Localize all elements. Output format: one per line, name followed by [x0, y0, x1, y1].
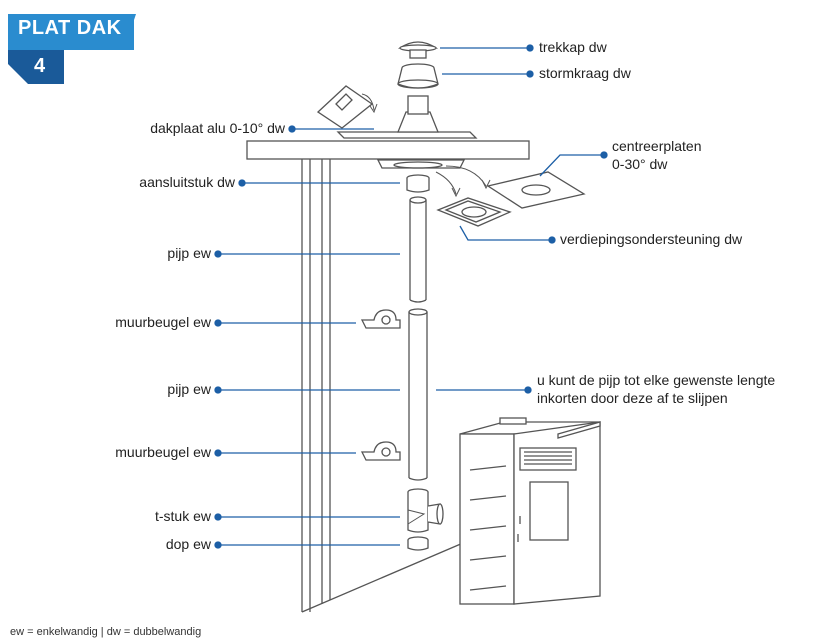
label-dop: dop ew [165, 536, 211, 552]
label-stormkraag: stormkraag dw [539, 65, 631, 81]
wall-bracket-1 [360, 309, 401, 329]
badge-title: PLAT DAK [18, 17, 122, 39]
end-cap [407, 536, 429, 551]
leader-muurbeugel-2 [214, 449, 356, 457]
ring-under-slab [376, 159, 466, 169]
roof-plate-angled [316, 85, 378, 129]
leader-pijp-1 [214, 250, 400, 258]
pipe-lower [408, 308, 428, 481]
leader-dakplaat [288, 125, 374, 133]
label-aansluitstuk: aansluitstuk dw [139, 174, 235, 190]
roof-slab [246, 140, 530, 160]
label-trekkap: trekkap dw [539, 39, 607, 55]
leader-aansluitstuk [238, 179, 400, 187]
leader-stormkraag [442, 70, 534, 78]
label-verdiepingsondersteuning: verdiepingsondersteuning dw [560, 231, 743, 247]
storm-collar [397, 63, 439, 89]
badge-number: 4 [34, 55, 46, 77]
floor-support-plate [436, 197, 512, 227]
label-tstuk: t-stuk ew [154, 508, 211, 524]
label-pijp-1: pijp ew [167, 245, 211, 261]
leader-verdieping [459, 225, 556, 244]
label-inkorten-1: u kunt de pijp tot elke gewenste lengte [537, 372, 776, 388]
label-muurbeugel-1: muurbeugel ew [115, 314, 211, 330]
roof-plate-dakplaat [336, 95, 478, 139]
label-muurbeugel-2: muurbeugel ew [115, 444, 211, 460]
legend-footer: ew = enkelwandig | dw = dubbelwandig [10, 626, 202, 638]
rain-cap [397, 41, 439, 59]
pellet-stove [459, 417, 601, 605]
leader-pijp-2 [214, 386, 400, 394]
label-inkorten-2: inkorten door deze af te slijpen [537, 390, 728, 406]
connector-piece [406, 174, 430, 193]
wall [301, 158, 471, 613]
leader-trekkap [440, 44, 534, 52]
centering-plate [486, 171, 586, 209]
leader-inkorten [436, 386, 532, 394]
leader-dop [214, 541, 400, 549]
leader-tstuk [214, 513, 400, 521]
pipe-upper [409, 196, 427, 303]
label-pijp-2: pijp ew [167, 381, 211, 397]
wall-bracket-2 [360, 441, 401, 461]
leader-centreerplaten [539, 151, 608, 177]
label-centreerplaten-1: centreerplaten [612, 138, 702, 154]
leader-muurbeugel-1 [214, 319, 356, 327]
label-dakplaat: dakplaat alu 0-10° dw [150, 120, 285, 136]
t-piece [407, 488, 444, 533]
arrows-centering [435, 165, 491, 198]
label-centreerplaten-2: 0-30° dw [612, 156, 668, 172]
